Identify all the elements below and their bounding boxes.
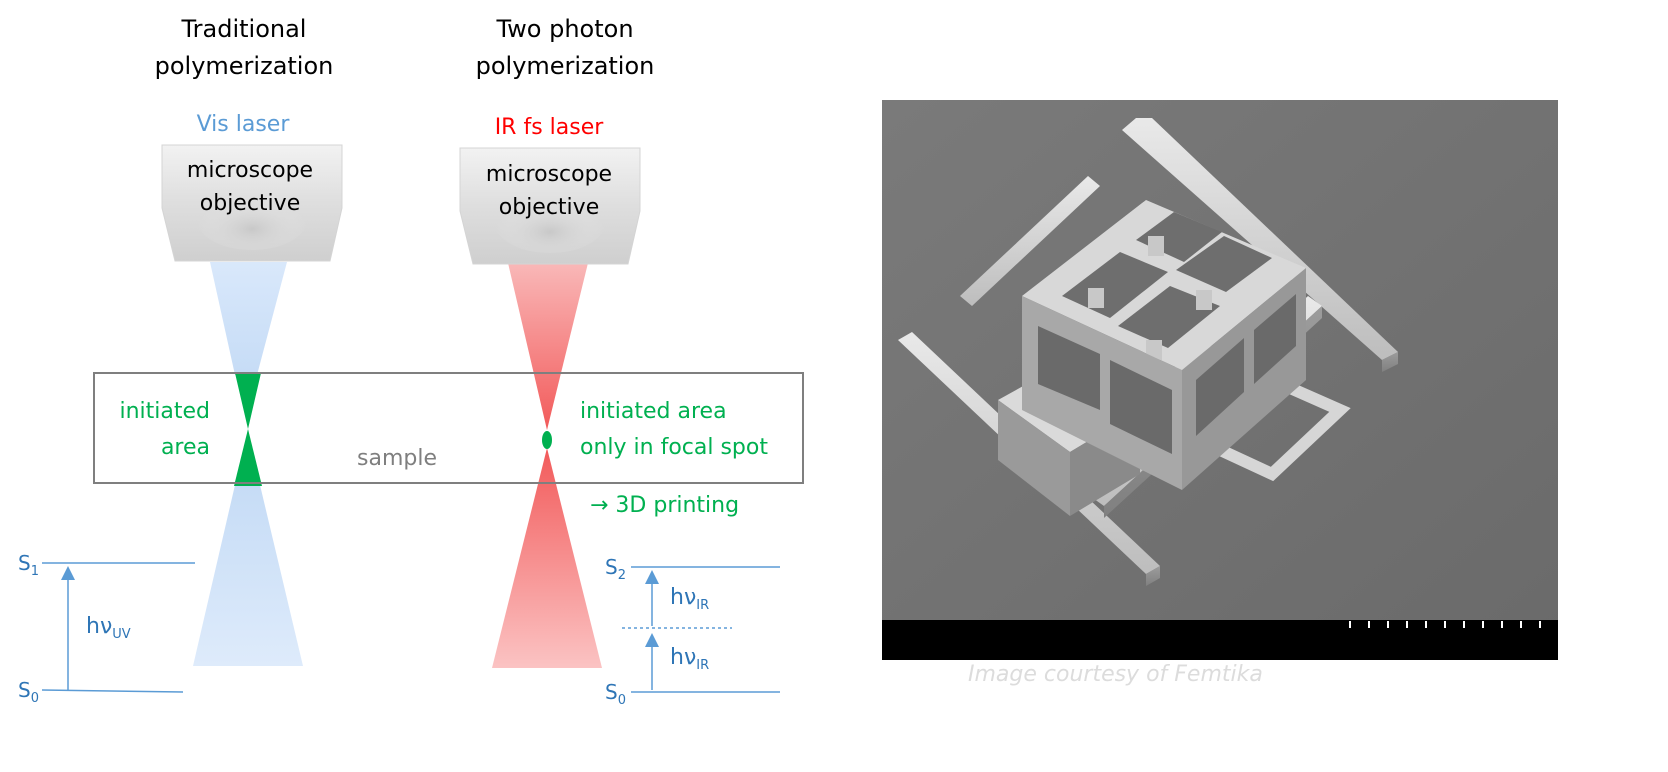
vis-beam-upper-cone (210, 262, 287, 375)
objective-right-line1: microscope (486, 162, 612, 187)
vis-laser-label: Vis laser (197, 112, 291, 137)
sem-caption: Image courtesy of Femtika (968, 662, 1263, 687)
level-s0 (41, 689, 184, 693)
photon-uv-label: hνUV (86, 614, 131, 642)
objective-left-line1: microscope (187, 158, 313, 183)
s1-label: S1 (18, 551, 39, 579)
initiated-area-label: initiated area (119, 399, 210, 460)
twophoton-title-line2: polymerization (476, 52, 655, 80)
initiated-focal-label: initiated area only in focal spot (580, 399, 768, 460)
excitation-arrow-head (61, 566, 75, 580)
initiated-area-line1: initiated (119, 399, 210, 424)
initiated-zone-lower (234, 429, 262, 486)
sem-info-bar (882, 620, 1558, 660)
traditional-title: Traditional polymerization (155, 15, 334, 80)
sample-box (93, 372, 804, 484)
s0-label-right: S0 (605, 680, 626, 708)
excitation-arrow-upper-head (645, 570, 659, 584)
ir-beam (492, 263, 602, 668)
objective-right: microscope objective (459, 147, 641, 265)
ir-beam-upper-cone (508, 263, 588, 430)
objective-left: microscope objective (161, 144, 343, 262)
sample-label: sample (357, 446, 437, 471)
twophoton-title: Two photon polymerization (476, 15, 655, 80)
focal-spot (542, 431, 552, 449)
excitation-arrow-lower-head (645, 633, 659, 647)
photon-ir-label-lower: hνIR (670, 645, 709, 673)
objective-left-line2: objective (200, 191, 300, 216)
photon-ir-label-upper: hνIR (670, 585, 709, 613)
ir-laser-label: IR fs laser (495, 115, 605, 140)
3d-printing-label: → 3D printing (590, 493, 739, 518)
s2-label: S2 (605, 555, 626, 583)
twophoton-title-line1: Two photon (495, 15, 633, 43)
initiated-area-line2: area (161, 435, 210, 460)
energy-diagram-left: S1 S0 hνUV (18, 551, 195, 706)
traditional-title-line1: Traditional (181, 15, 307, 43)
energy-diagram-right: S2 S0 hνIR hνIR (605, 555, 780, 708)
ir-beam-lower-cone (492, 448, 602, 668)
sem-scale-label: 10.0µm (1538, 667, 1612, 692)
vis-beam-lower-cone (193, 485, 303, 666)
sem-micrograph (882, 100, 1558, 660)
initiated-focal-line2: only in focal spot (580, 435, 768, 460)
vis-beam (193, 262, 303, 666)
initiated-zone-upper (235, 373, 261, 429)
objective-right-line2: objective (499, 195, 599, 220)
s0-label-left: S0 (18, 678, 39, 706)
sem-lattice-structure (898, 118, 1398, 586)
initiated-focal-line1: initiated area (580, 399, 727, 424)
scale-bar-ticks (1349, 621, 1541, 628)
traditional-title-line2: polymerization (155, 52, 334, 80)
